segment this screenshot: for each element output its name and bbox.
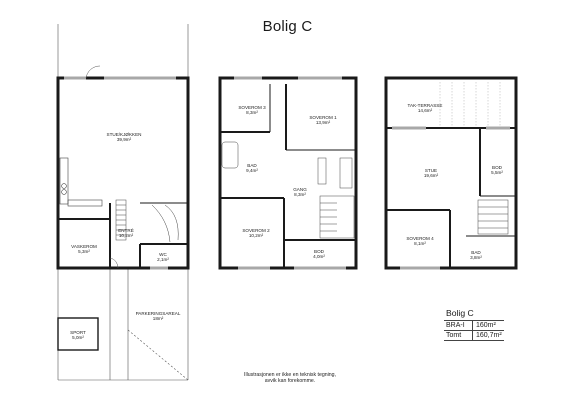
room-name: SOVEROM 4 [406, 236, 434, 241]
room-area: 4,0m² [313, 254, 325, 260]
room-label-vaskerom: VASKEROM 5,3m² [71, 244, 97, 255]
page-title: Bolig C [262, 18, 313, 35]
room-label-parkering: PARKERINGSAREAL 18m² [136, 311, 181, 322]
room-label-wc: WC 2,1m² [157, 252, 169, 263]
room-name: GANG [293, 187, 307, 192]
room-name: SOVEROM 2 [242, 228, 270, 233]
room-label-soverom4: SOVEROM 4 8,1m² [406, 236, 433, 247]
room-label-bad2: BAD 3,8m² [470, 250, 482, 261]
room-area: 10,2m² [248, 233, 264, 239]
room-name: PARKERINGSAREAL [135, 311, 181, 316]
room-name: BAD [247, 163, 257, 168]
room-area: 3,8m² [470, 255, 482, 261]
room-name: SPORT [70, 330, 86, 335]
room-name: BOD [492, 165, 502, 170]
first-floor [218, 76, 358, 270]
room-label-stue-kjokken: STUE/KJØKKEN 39,9m² [107, 132, 142, 143]
legend-key: Tomt [444, 331, 473, 340]
ground-floor [56, 65, 190, 351]
room-name: SOVEROM 1 [309, 115, 337, 120]
room-area: 5,5m² [491, 170, 503, 176]
disclaimer-note: Illustrasjonen er ikke en teknisk tegnin… [244, 372, 336, 385]
room-name: STUE/KJØKKEN [106, 132, 142, 137]
legend-row: Tomt 160,7m² [444, 331, 504, 341]
room-label-soverom1: SOVEROM 1 13,9m² [309, 115, 336, 126]
room-label-soverom3: SOVEROM 3 8,3m² [238, 105, 265, 116]
room-area: 14,6m² [417, 108, 433, 114]
room-label-stue2: STUE 19,6m² [424, 168, 438, 179]
room-name: VASKEROM [71, 244, 97, 249]
room-label-bad1: BAD 9,4m² [246, 163, 258, 174]
room-area: 13,9m² [315, 120, 331, 126]
room-label-entre: ENTRÉ 10,2m² [118, 228, 134, 239]
room-label-bod2: BOD 5,5m² [491, 165, 503, 176]
room-area: 8,1m² [414, 241, 426, 247]
room-label-gang: GANG 8,3m² [293, 187, 307, 198]
room-label-bod1: BOD 4,0m² [313, 249, 325, 260]
legend-value: 160m² [476, 322, 496, 329]
legend-title: Bolig C [444, 307, 504, 321]
room-area: 39,9m² [116, 137, 132, 143]
second-floor [384, 76, 518, 270]
room-area: 19,6m² [423, 173, 439, 179]
room-area: 10,2m² [118, 233, 134, 239]
disclaimer-line-2: avvik kan forekomme. [264, 378, 316, 385]
room-area: 18m² [152, 316, 164, 322]
area-legend: Bolig C BRA-I 160m² Tomt 160,7m² [444, 307, 504, 341]
room-label-soverom2: SOVEROM 2 10,2m² [242, 228, 269, 239]
room-name: SOVEROM 3 [238, 105, 266, 110]
legend-value: 160,7m² [476, 332, 502, 339]
room-label-takterrasse: TAK-TERRASSE 14,6m² [408, 103, 443, 114]
disclaimer-line-1: Illustrasjonen er ikke en teknisk tegnin… [244, 372, 336, 378]
room-label-sport: SPORT 5,0m² [70, 330, 86, 341]
room-name: TAK-TERRASSE [407, 103, 443, 108]
room-area: 5,3m² [78, 249, 90, 255]
room-name: BAD [471, 250, 481, 255]
room-name: ENTRÉ [118, 228, 134, 233]
legend-row: BRA-I 160m² [444, 321, 504, 331]
legend-key: BRA-I [444, 321, 473, 330]
room-area: 8,3m² [294, 192, 306, 198]
room-area: 5,0m² [72, 335, 84, 341]
room-name: STUE [424, 168, 438, 173]
room-name: BOD [314, 249, 324, 254]
room-area: 8,3m² [246, 110, 258, 116]
room-name: WC [159, 252, 167, 257]
room-area: 2,1m² [157, 257, 169, 263]
room-area: 9,4m² [246, 168, 258, 174]
